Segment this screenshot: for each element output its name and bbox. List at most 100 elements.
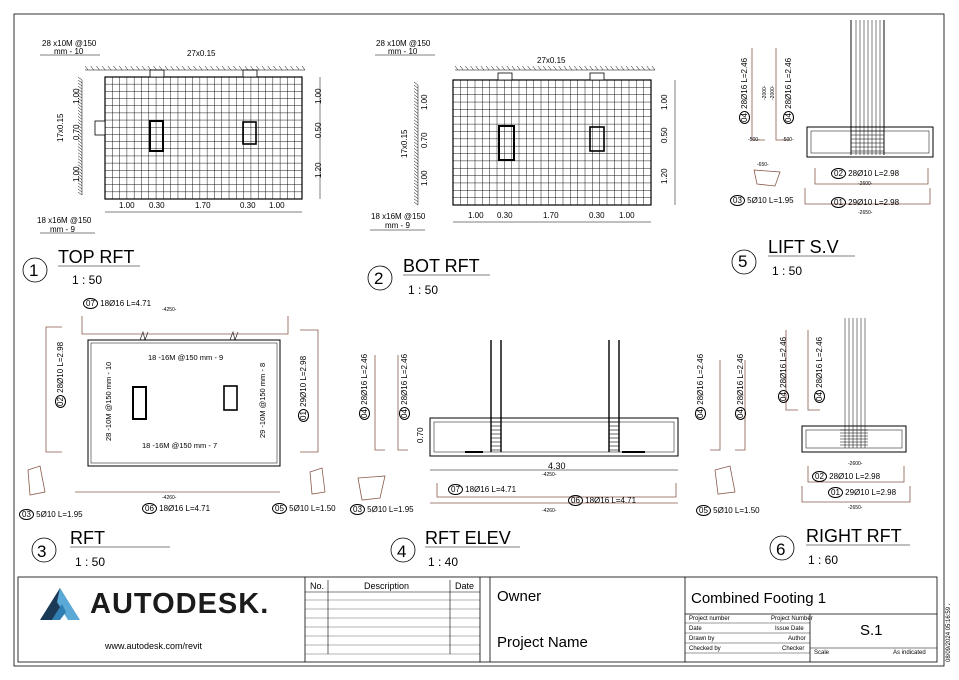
- view-num-1: 1: [29, 261, 39, 280]
- plan2-dim-h3: 0.30: [589, 211, 605, 220]
- plan1-dim-vl0: 1.00: [72, 88, 81, 104]
- lift-dim-500-b: -500-: [782, 137, 794, 143]
- right-bar04-circle-a: 04: [778, 390, 789, 403]
- plan1-top-bars-2: mm - 10: [54, 47, 84, 56]
- view-right-rft: [785, 318, 911, 503]
- elev-dim-4250: -4250-: [542, 472, 557, 478]
- lift-bar01: 01 29Ø10 L=2.98: [831, 197, 900, 208]
- owner-label: Owner: [497, 588, 542, 605]
- elev-bar05: 05 5Ø10 L=1.50: [696, 505, 760, 516]
- elev-bar04-text-a: 28Ø16 L=2.46: [360, 353, 369, 405]
- rft-note-bot: 18 -16M @150 mm - 7: [142, 441, 218, 450]
- right-bar02-circle: 02: [812, 471, 827, 482]
- lift-bar03-text: 5Ø10 L=1.95: [747, 196, 794, 205]
- right-bar01: 01 29Ø10 L=2.98: [828, 487, 897, 498]
- view-scale-1: 1 : 50: [72, 273, 103, 287]
- elev-bar04-circle-c: 04: [695, 407, 706, 420]
- elev-height: 0.70: [416, 427, 425, 443]
- view-num-4: 4: [397, 542, 407, 561]
- right-bar02: 02 28Ø10 L=2.98: [812, 471, 881, 482]
- lift-dim-2000-b: -2000-: [770, 85, 776, 100]
- right-dim-2650: -2650-: [848, 505, 863, 511]
- rft-bar07-circle: 07: [83, 298, 98, 309]
- view-title-4: RFT ELEV: [425, 528, 511, 548]
- view-title-3: RFT: [70, 528, 105, 548]
- field-checked-by-label: Checked by: [689, 646, 721, 652]
- elev-bar06-circle: 06: [568, 495, 583, 506]
- plan2-dim-vl2: 1.00: [420, 170, 429, 186]
- elev-bar04-circle-b: 04: [399, 407, 410, 420]
- plan1-dim-vl1: 0.70: [72, 124, 81, 140]
- lift-bar02: 02 28Ø10 L=2.98: [831, 168, 900, 179]
- elev-bar07: 07 18Ø16 L=4.71: [448, 484, 516, 495]
- right-bar04-text-b: 28Ø16 L=2.46: [815, 336, 824, 388]
- sheet-number: S.1: [860, 622, 883, 639]
- view-scale-2: 1 : 50: [408, 283, 439, 297]
- autodesk-url: www.autodesk.com/revit: [105, 641, 203, 651]
- plan2-dim-h0: 1.00: [468, 211, 484, 220]
- lift-bar02-circle: 02: [831, 168, 846, 179]
- rft-dim-4250: -4250-: [162, 307, 177, 313]
- plan1-dim-vl2: 1.00: [72, 166, 81, 182]
- elev-bar04-text-c: 28Ø16 L=2.46: [696, 353, 705, 405]
- view-scale-6: 1 : 60: [808, 553, 839, 567]
- lift-bar01-text: 29Ø10 L=2.98: [848, 198, 900, 207]
- plan2-dim-v0: 1.00: [660, 94, 669, 110]
- rft-note-top: 18 -16M @150 mm - 9: [148, 353, 224, 362]
- lift-dim-500-a: -500-: [748, 137, 760, 143]
- rft-bar02-text: 28Ø10 L=2.98: [56, 341, 65, 393]
- elev-bar03-circle: 03: [350, 504, 365, 515]
- autodesk-logo-icon: [40, 588, 80, 620]
- rft-bar05-circle: 05: [272, 503, 287, 514]
- plan2-bot-bars: 18 x16M @150: [371, 212, 426, 221]
- plan1-dim-v0: 1.00: [314, 88, 323, 104]
- right-bar04-b: 04 28Ø16 L=2.46: [814, 336, 825, 403]
- view-scale-3: 1 : 50: [75, 555, 106, 569]
- elev-bar04-text-b: 28Ø16 L=2.46: [400, 353, 409, 405]
- elev-bar07-circle: 07: [448, 484, 463, 495]
- lift-bar04-a: 04 28Ø16 L=2.46: [739, 57, 750, 124]
- rev-header-date: Date: [455, 581, 475, 591]
- rft-bar03: 03 5Ø10 L=1.95: [19, 509, 83, 520]
- view-title-5: LIFT S.V: [768, 237, 839, 257]
- rft-bar07: 07 18Ø16 L=4.71: [83, 298, 152, 309]
- field-date-value: Issue Date: [775, 626, 804, 632]
- view-bot-rft-plan: [370, 54, 676, 231]
- rft-dim-4260: -4260-: [162, 495, 177, 501]
- sheet-name: Combined Footing 1: [691, 590, 827, 607]
- plan2-dim-v1: 0.50: [660, 127, 669, 143]
- view-rft-plan: [27, 316, 326, 496]
- plan2-dim-v2: 1.20: [660, 168, 669, 184]
- rft-bar01-text: 29Ø10 L=2.98: [299, 355, 308, 407]
- plan1-dim-h2: 1.70: [195, 201, 211, 210]
- lift-bar04-text-a: 28Ø16 L=2.46: [740, 57, 749, 109]
- plan1-dim-h4: 1.00: [269, 201, 285, 210]
- lift-dim-2650: -2650-: [858, 210, 873, 216]
- right-bar02-text: 28Ø10 L=2.98: [829, 472, 881, 481]
- view-scale-5: 1 : 50: [772, 264, 803, 278]
- plan2-bot-bars-2: mm - 9: [385, 221, 410, 230]
- view-title-6: RIGHT RFT: [806, 526, 902, 546]
- rft-bar07-text: 18Ø16 L=4.71: [100, 299, 152, 308]
- plan2-side-count: 17x0.15: [400, 129, 409, 158]
- rft-bar02-circle: 02: [55, 395, 66, 408]
- elev-bar05-text: 5Ø10 L=1.50: [713, 506, 760, 515]
- rft-note-right: 29 -10M @150 mm - 8: [258, 362, 267, 438]
- plan1-top-bars: 28 x10M @150: [42, 39, 97, 48]
- plan2-top-bars-2: mm - 10: [388, 47, 418, 56]
- elev-bar04-d: 04 28Ø16 L=2.46: [735, 354, 746, 420]
- plan2-dim-h2: 1.70: [543, 211, 559, 220]
- right-bar01-text: 29Ø10 L=2.98: [845, 488, 897, 497]
- rft-bar05-text: 5Ø10 L=1.50: [289, 504, 336, 513]
- plan1-dim-v1: 0.50: [314, 122, 323, 138]
- field-project-number-label: Project number: [689, 616, 730, 622]
- title-block: [17, 576, 938, 663]
- elev-width: 4.30: [548, 461, 566, 471]
- lift-bar02-text: 28Ø10 L=2.98: [848, 169, 900, 178]
- field-date-label: Date: [689, 626, 702, 632]
- elev-bar06-text: 18Ø16 L=4.71: [585, 496, 637, 505]
- elev-bar05-circle: 05: [696, 505, 711, 516]
- print-timestamp: 08/09/2024 05:16:59 ،: [946, 603, 952, 662]
- view-num-6: 6: [776, 540, 786, 559]
